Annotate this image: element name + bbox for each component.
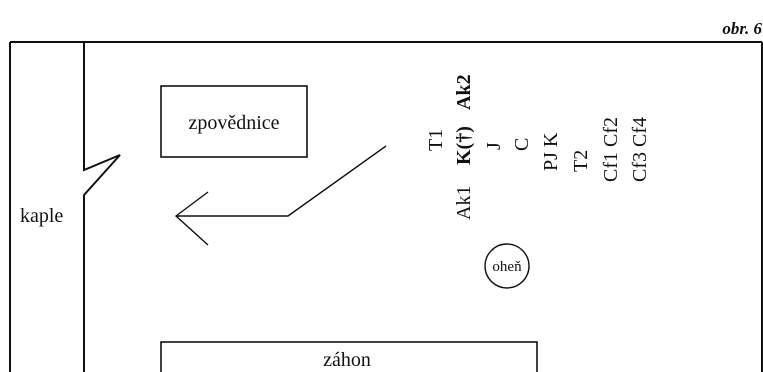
position-ak2: Ak2 [453, 74, 475, 110]
position-pj-k: PJ K [540, 132, 562, 171]
chapel-label: kaple [20, 205, 63, 227]
figure-label: obr. 6 [722, 19, 762, 38]
position-cf1-cf2: Cf1 Cf2 [600, 117, 622, 182]
fire-circle [484, 243, 530, 289]
position-t1: T1 [425, 129, 447, 151]
arrow-head-icon [174, 191, 209, 246]
position-c: C [511, 138, 533, 151]
position-cf3-cf4: Cf3 Cf4 [629, 117, 651, 182]
confessional-label: zpovědnice [188, 112, 279, 134]
flowerbed-box [160, 341, 538, 372]
position-ak1: Ak1 [453, 186, 475, 220]
flowerbed-label: záhon [323, 349, 371, 371]
confessional-box [160, 85, 308, 158]
fire-label: oheň [492, 259, 522, 275]
position-j: J [483, 142, 505, 150]
position-k-cross: K(†) [453, 126, 475, 165]
chapel-wall [83, 42, 121, 372]
position-t2: T2 [570, 150, 592, 172]
procession-arrow [176, 145, 387, 217]
